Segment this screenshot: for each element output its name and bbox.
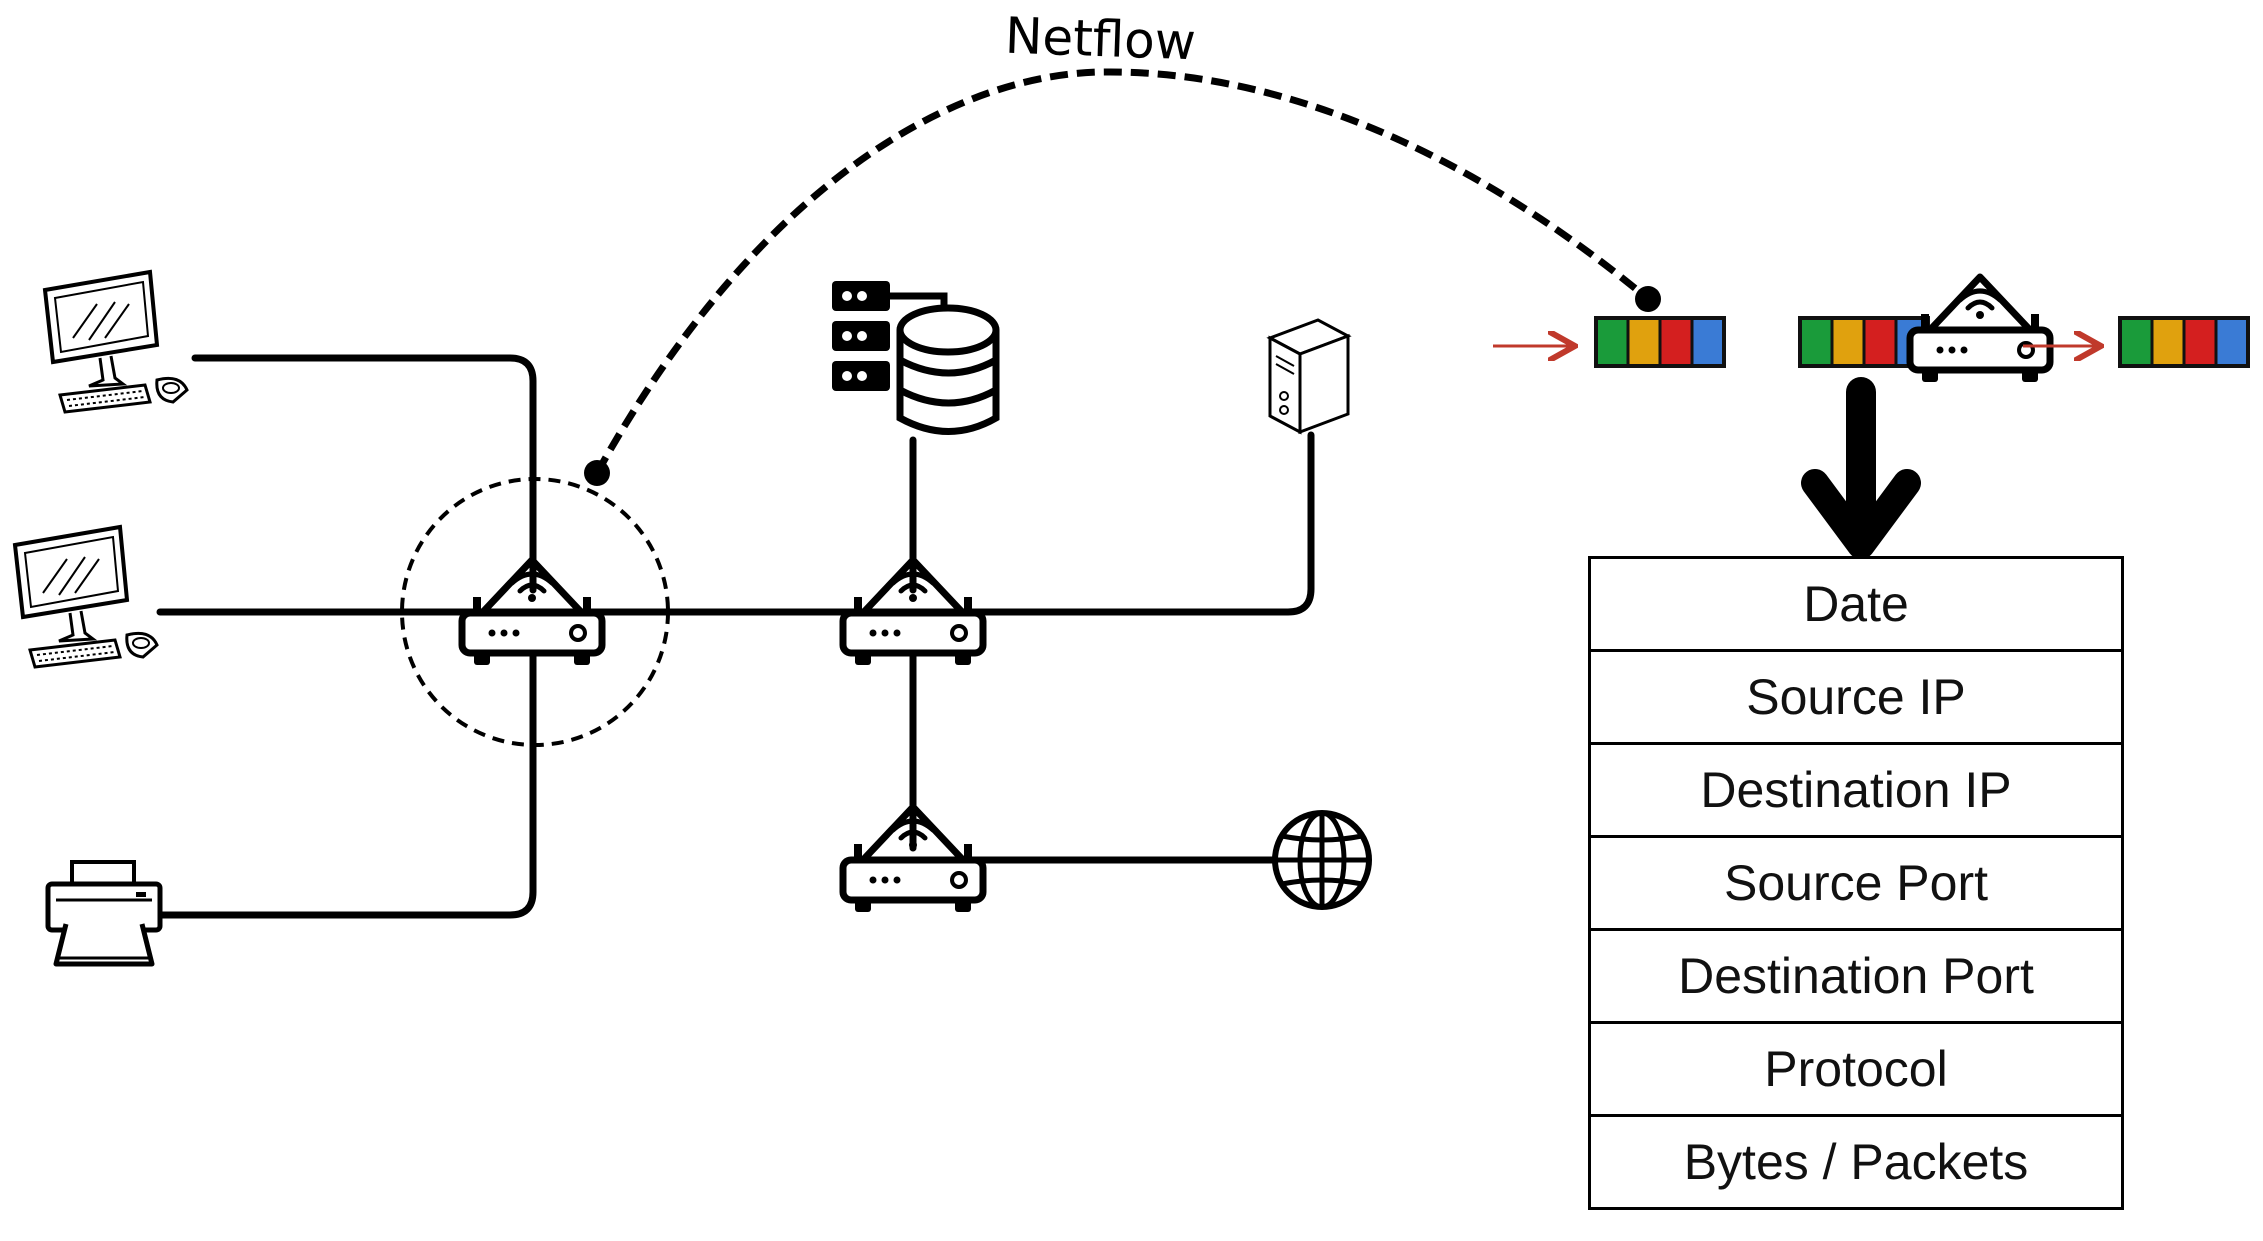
- router-icon: [1910, 277, 2050, 382]
- desktop-computer-icon: [13, 525, 159, 669]
- desktop-computer-icon: [43, 270, 189, 414]
- server-tower-icon: [1268, 318, 1350, 434]
- field-source-port: Source Port: [1588, 835, 2124, 931]
- netflow-label: Netflow: [1004, 6, 1197, 72]
- connection-lines: [156, 354, 1315, 919]
- packet-icon: [2118, 316, 2250, 368]
- netflow-end-dot: [1635, 286, 1661, 312]
- link-core-server: [909, 431, 1315, 616]
- table-row: Destination Port: [1588, 928, 2124, 1024]
- link-printer-router: [156, 646, 537, 919]
- table-row: Source Port: [1588, 835, 2124, 931]
- field-source-ip: Source IP: [1588, 649, 2124, 745]
- printer-icon: [48, 862, 160, 964]
- router-icon: [843, 807, 983, 912]
- field-destination-ip: Destination IP: [1588, 742, 2124, 838]
- table-row: Source IP: [1588, 649, 2124, 745]
- packet-icon: [1594, 316, 1726, 368]
- netflow-export-arc: [593, 68, 1651, 475]
- router-icon: [843, 560, 983, 665]
- database-server-icon: [832, 281, 1000, 435]
- table-row: Destination IP: [1588, 742, 2124, 838]
- table-row: Bytes / Packets: [1588, 1114, 2124, 1210]
- down-arrow-icon: [1801, 377, 1921, 559]
- globe-icon: [1275, 813, 1369, 907]
- field-date: Date: [1588, 556, 2124, 652]
- table-row: Date: [1588, 556, 2124, 652]
- field-protocol: Protocol: [1588, 1021, 2124, 1117]
- router-icon: [462, 560, 602, 665]
- link-computer1-router: [191, 354, 537, 594]
- netflow-start-dot: [584, 460, 610, 486]
- monitored-router-highlight: [400, 477, 670, 747]
- field-bytes-packets: Bytes / Packets: [1588, 1114, 2124, 1210]
- flow-record-fields-table: Date Source IP Destination IP Source Por…: [1588, 556, 2124, 1210]
- field-destination-port: Destination Port: [1588, 928, 2124, 1024]
- table-row: Protocol: [1588, 1021, 2124, 1117]
